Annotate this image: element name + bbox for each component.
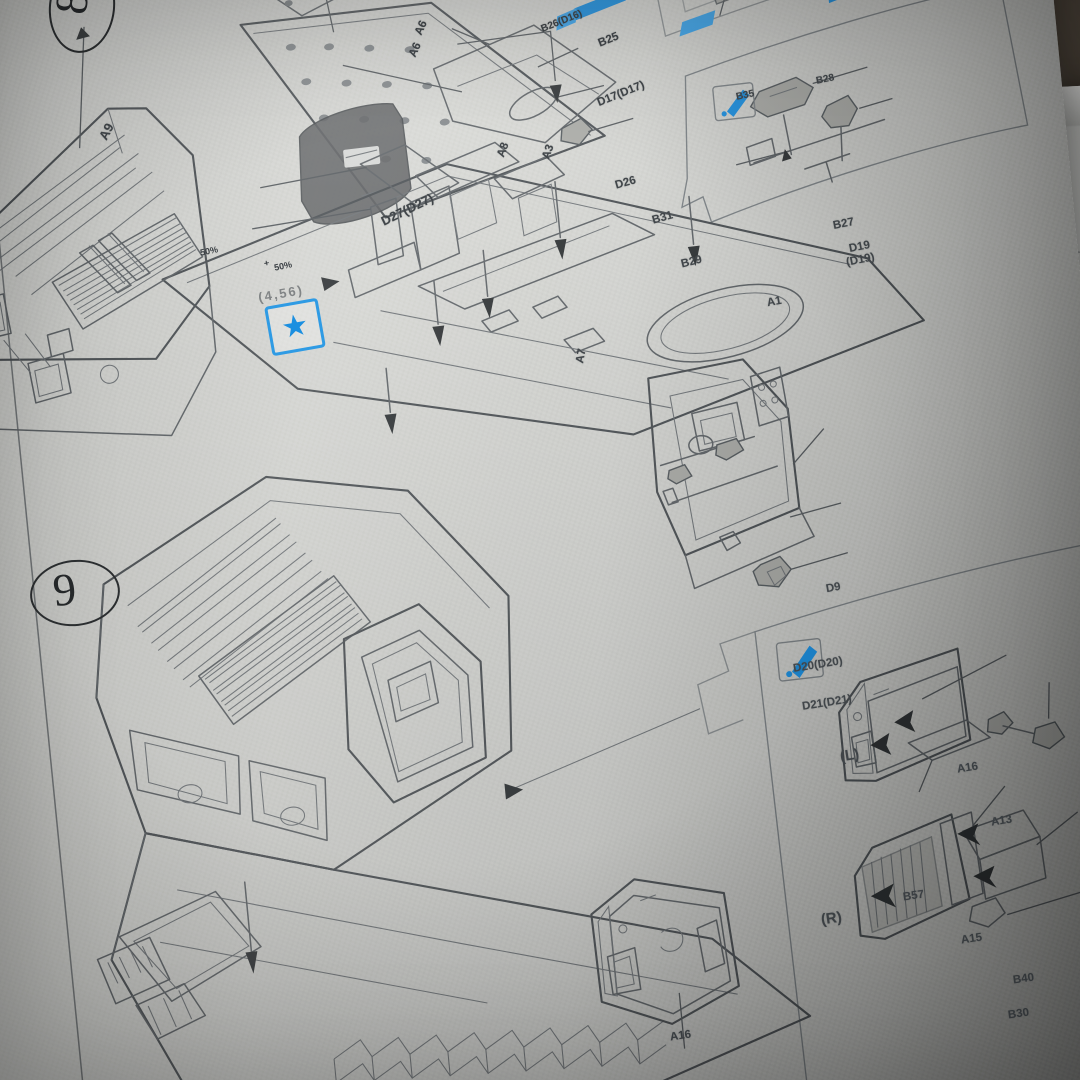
vehicle-rear-door xyxy=(590,878,740,1049)
part-a3-cluster xyxy=(432,24,634,146)
leader-drop xyxy=(243,881,253,953)
leader-side xyxy=(506,708,701,792)
arrowhead-a9 xyxy=(76,27,90,40)
part-a9-grille xyxy=(51,212,204,330)
part-a9-details xyxy=(0,293,119,404)
part-dark-hatch xyxy=(298,103,412,225)
inset-b27-d19-frame xyxy=(681,0,1029,223)
inset-right-door-drawing xyxy=(853,785,1080,940)
inset-lr-doors-frame xyxy=(697,540,1080,1080)
assembly-arrows xyxy=(321,181,700,435)
side-label-left: (L) xyxy=(838,745,861,766)
arrowhead-d27 xyxy=(549,84,562,103)
inset-lr-glue-icon xyxy=(775,638,824,682)
inset-b27-d19-parts xyxy=(735,66,893,183)
vehicle-grille xyxy=(198,575,372,726)
part-interior-structures xyxy=(347,141,566,299)
decal-star-icon: ★ xyxy=(278,307,312,346)
part-label-d9: D9 xyxy=(825,580,842,596)
part-assembled-vehicle xyxy=(95,475,812,1080)
inset-left-door-drawing xyxy=(838,647,1066,793)
decal-arrows-top xyxy=(556,0,626,31)
inset-b35-b28-parts xyxy=(679,0,866,37)
part-a9-superstructure xyxy=(0,107,217,437)
arrowhead-drop xyxy=(245,951,258,974)
side-label-right: (R) xyxy=(819,908,843,929)
part-label-a7: A7 xyxy=(574,347,589,365)
vehicle-cab xyxy=(342,603,487,804)
leader-d27 xyxy=(342,30,556,93)
vehicle-tracks xyxy=(333,1020,667,1080)
leader-paint-mix xyxy=(252,166,371,230)
part-a9-cylinders xyxy=(78,232,151,294)
part-d9-door-assembly xyxy=(647,358,815,590)
leader-a9 xyxy=(78,26,85,149)
leaders-d9-d20-d21 xyxy=(789,428,848,570)
part-a6-plate xyxy=(223,0,428,17)
decal-star-box: ★ xyxy=(264,297,326,357)
part-label-a1: A1 xyxy=(766,294,783,310)
inset-b27-glue-icon xyxy=(712,82,756,122)
vehicle-running-gear xyxy=(96,936,207,1040)
